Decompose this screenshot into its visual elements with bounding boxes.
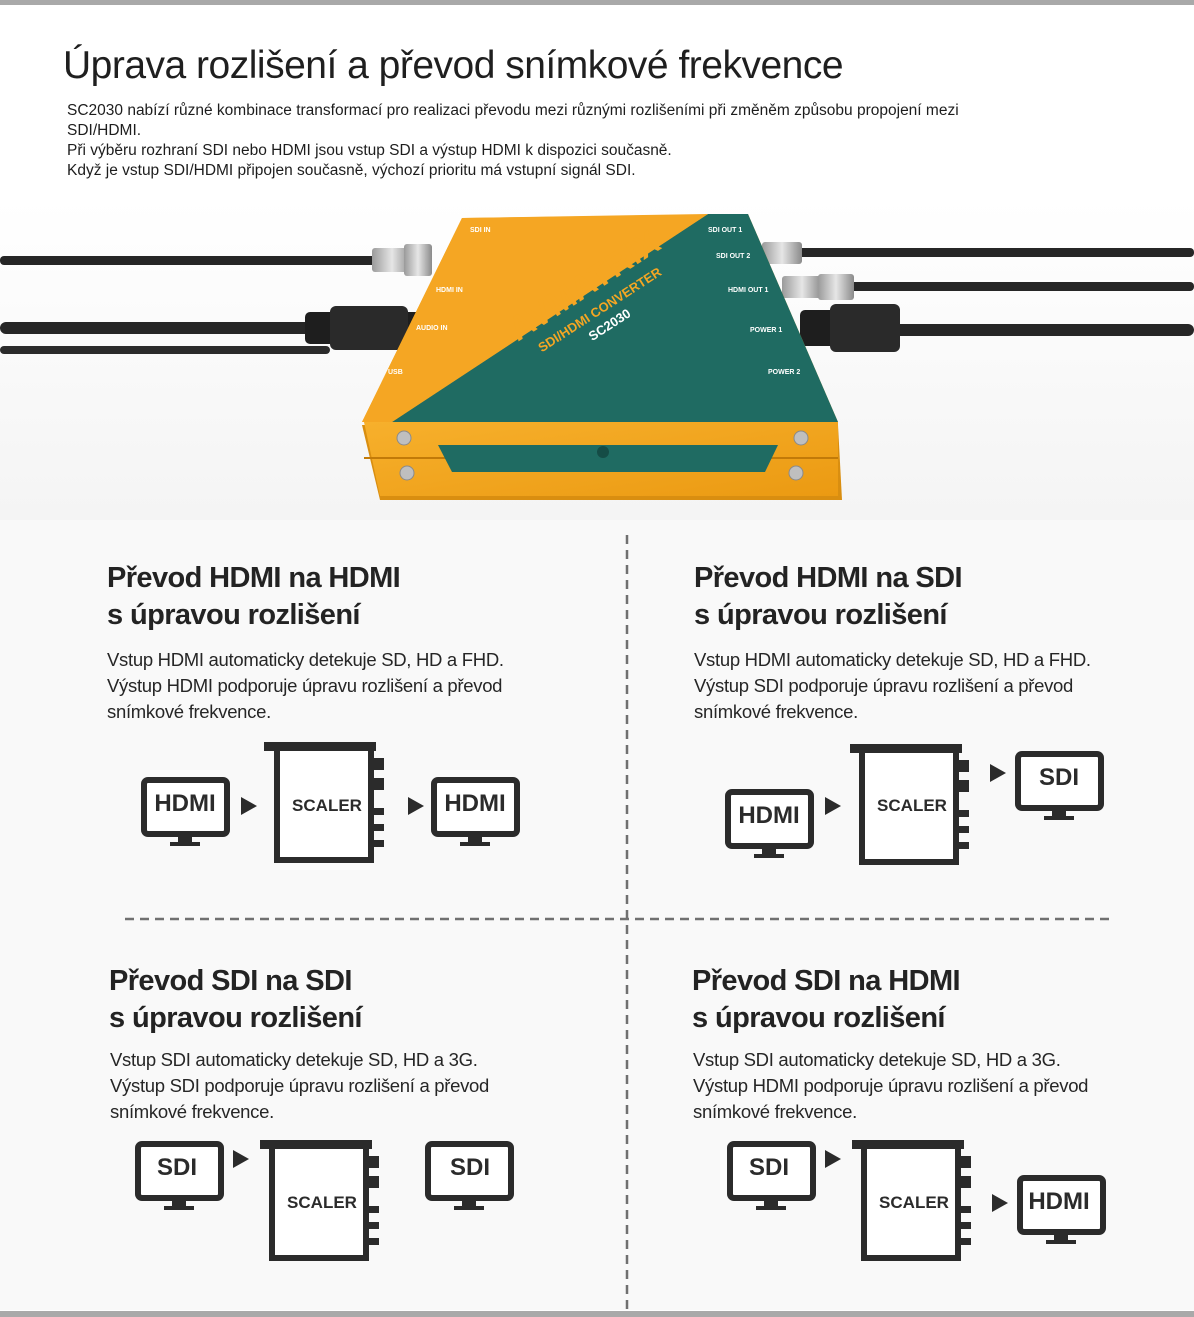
input-monitor-icon: HDMI — [141, 777, 230, 846]
section-desc-line: Výstup SDI podporuje úpravu rozlišení a … — [110, 1075, 490, 1096]
section-desc-line: snímkové frekvence. — [694, 701, 858, 722]
section-desc-hdmi-hdmi: Vstup HDMI automaticky detekuje SD, HD a… — [107, 647, 504, 725]
output-label: HDMI — [444, 790, 505, 817]
port-label-hdmi-out-1: HDMI OUT 1 — [728, 287, 769, 294]
bottom-border — [0, 1311, 1194, 1317]
cable-right-sdi-2 — [782, 274, 1194, 300]
output-label: SDI — [450, 1154, 490, 1181]
input-label: HDMI — [738, 802, 799, 829]
device-body — [362, 214, 842, 500]
input-label: SDI — [157, 1154, 197, 1181]
input-monitor-icon: SDI — [727, 1141, 816, 1210]
section-desc-line: Výstup HDMI podporuje úpravu rozlišení a… — [693, 1075, 1089, 1096]
cable-left-hdmi — [0, 306, 423, 350]
input-monitor-icon: HDMI — [725, 789, 814, 858]
arrow-icon — [233, 1150, 249, 1168]
scaler-box-icon: SCALER — [264, 742, 384, 863]
section-title-line: s úpravou rozlišení — [692, 1002, 945, 1034]
input-monitor-icon: SDI — [135, 1141, 224, 1210]
output-monitor-icon: SDI — [425, 1141, 514, 1210]
port-label-sdi-out-1: SDI OUT 1 — [708, 227, 742, 234]
section-title-line: Převod SDI na SDI — [109, 965, 352, 997]
port-label-sdi-out-2: SDI OUT 2 — [716, 253, 750, 260]
intro-line: SDI/HDMI. — [67, 122, 142, 139]
input-label: SDI — [749, 1154, 789, 1181]
section-desc-sdi-sdi: Vstup SDI automaticky detekuje SD, HD a … — [110, 1047, 489, 1125]
section-title-line: s úpravou rozlišení — [107, 599, 360, 631]
scaler-box-icon: SCALER — [850, 744, 969, 865]
cable-left-audio — [0, 346, 330, 354]
port-label-sdi-in: SDI IN — [470, 227, 491, 234]
section-title-line: Převod SDI na HDMI — [692, 965, 961, 997]
arrow-icon — [825, 1150, 841, 1168]
section-title-line: Převod HDMI na SDI — [694, 562, 963, 594]
output-label: HDMI — [1028, 1188, 1089, 1215]
port-label-power-1: POWER 1 — [750, 327, 782, 334]
section-title-hdmi-sdi: Převod HDMI na SDI s úpravou rozlišení — [694, 560, 963, 634]
diagram-sdi-to-sdi: SDI SCALER SDI — [135, 1140, 514, 1261]
intro-line: Když je vstup SDI/HDMI připojen současně… — [67, 162, 636, 179]
page-title: Úprava rozlišení a převod snímkové frekv… — [63, 44, 844, 87]
output-monitor-icon: HDMI — [1017, 1175, 1106, 1244]
scaler-label: SCALER — [877, 796, 947, 815]
section-title-hdmi-hdmi: Převod HDMI na HDMI s úpravou rozlišení — [107, 560, 401, 634]
section-title-sdi-sdi: Převod SDI na SDI s úpravou rozlišení — [109, 963, 362, 1037]
cable-right-hdmi — [800, 304, 1194, 352]
section-title-sdi-hdmi: Převod SDI na HDMI s úpravou rozlišení — [692, 963, 961, 1037]
section-desc-line: Vstup HDMI automaticky detekuje SD, HD a… — [694, 649, 1091, 670]
scaler-label: SCALER — [292, 796, 362, 815]
section-desc-line: snímkové frekvence. — [110, 1101, 274, 1122]
section-desc-line: snímkové frekvence. — [693, 1101, 857, 1122]
top-border — [0, 0, 1194, 5]
port-label-hdmi-in: HDMI IN — [436, 287, 463, 294]
scaler-label: SCALER — [879, 1193, 949, 1212]
arrow-icon — [992, 1194, 1008, 1212]
port-label-usb: USB — [388, 369, 403, 376]
intro-text: SC2030 nabízí různé kombinace transforma… — [67, 101, 1047, 181]
scaler-box-icon: SCALER — [852, 1140, 971, 1261]
section-title-line: s úpravou rozlišení — [109, 1002, 362, 1034]
arrow-icon — [408, 797, 424, 815]
section-desc-line: Vstup SDI automaticky detekuje SD, HD a … — [110, 1049, 478, 1070]
grid-dividers — [125, 535, 1110, 1310]
section-desc-line: snímkové frekvence. — [107, 701, 271, 722]
output-monitor-icon: HDMI — [431, 777, 520, 846]
section-desc-line: Výstup HDMI podporuje úpravu rozlišení a… — [107, 675, 503, 696]
input-label: HDMI — [154, 790, 215, 817]
scaler-box-icon: SCALER — [260, 1140, 379, 1261]
section-desc-sdi-hdmi: Vstup SDI automaticky detekuje SD, HD a … — [693, 1047, 1088, 1125]
diagram-hdmi-to-hdmi: HDMI SCALER HDMI — [141, 742, 520, 863]
arrow-icon — [241, 797, 257, 815]
arrow-icon — [825, 797, 841, 815]
intro-line: SC2030 nabízí různé kombinace transforma… — [67, 102, 959, 119]
output-label: SDI — [1039, 764, 1079, 791]
scaler-label: SCALER — [287, 1193, 357, 1212]
diagram-hdmi-to-sdi: HDMI SCALER SDI — [725, 744, 1104, 865]
section-title-line: s úpravou rozlišení — [694, 599, 947, 631]
diagram-sdi-to-hdmi: SDI SCALER HDMI — [727, 1140, 1106, 1261]
section-title-line: Převod HDMI na HDMI — [107, 562, 401, 594]
cable-right-sdi-1 — [762, 242, 1194, 264]
section-desc-line: Vstup HDMI automaticky detekuje SD, HD a… — [107, 649, 504, 670]
intro-line: Při výběru rozhraní SDI nebo HDMI jsou v… — [67, 142, 672, 159]
port-labels: SDI IN HDMI IN AUDIO IN USB SDI OUT 1 SD… — [388, 227, 800, 376]
port-label-power-2: POWER 2 — [768, 369, 800, 376]
cable-left-sdi — [0, 244, 432, 276]
converter-device-image: AVMATRIX SDI/HDMI CONVERTER SC2030 SDI I… — [0, 200, 1194, 520]
section-desc-line: Výstup SDI podporuje úpravu rozlišení a … — [694, 675, 1074, 696]
product-illustration: AVMATRIX SDI/HDMI CONVERTER SC2030 SDI I… — [0, 200, 1194, 520]
port-label-audio-in: AUDIO IN — [416, 325, 448, 332]
section-desc-hdmi-sdi: Vstup HDMI automaticky detekuje SD, HD a… — [694, 647, 1091, 725]
section-desc-line: Vstup SDI automaticky detekuje SD, HD a … — [693, 1049, 1061, 1070]
output-monitor-icon: SDI — [1015, 751, 1104, 820]
arrow-icon — [990, 764, 1006, 782]
